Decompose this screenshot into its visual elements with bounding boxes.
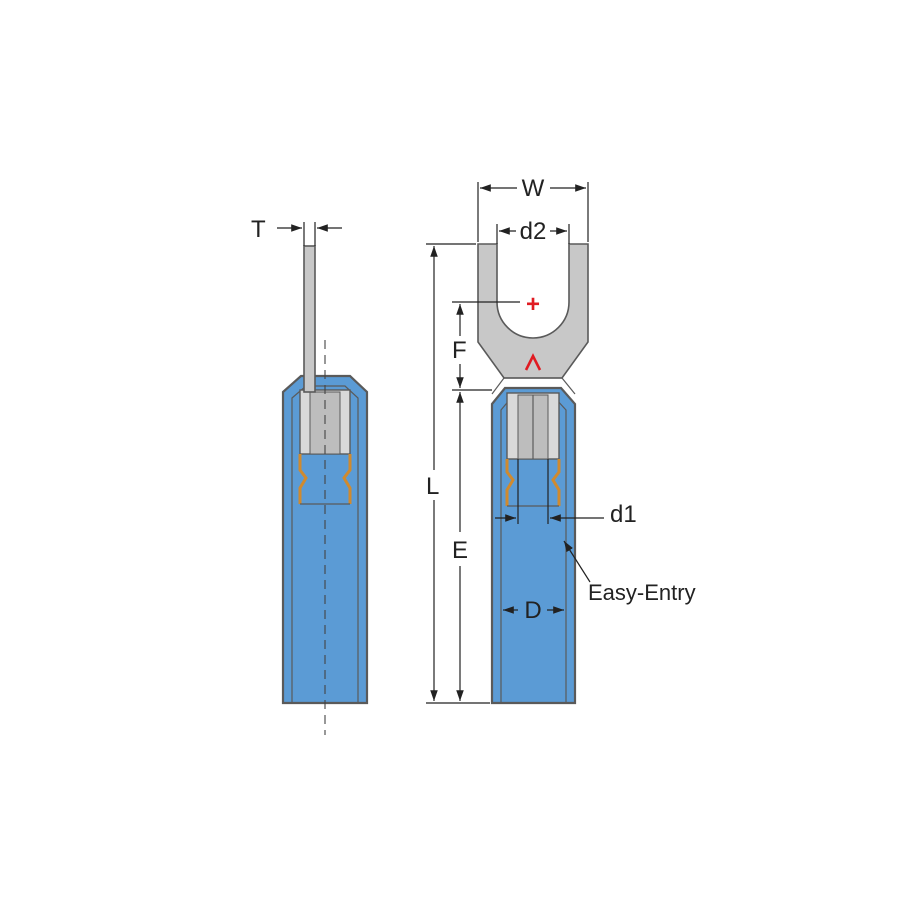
label-W: W [522,175,545,202]
label-T: T [251,216,266,243]
caret-mark-icon [524,353,542,371]
dimension-F: F [452,301,520,391]
callout-easy-entry: Easy-Entry [563,540,696,605]
label-d1: d1 [610,501,637,528]
label-d2: d2 [520,218,547,245]
dimension-T: T [251,216,342,246]
side-tongue [303,245,316,393]
label-D: D [524,597,541,624]
front-spade-fork [477,243,589,379]
dimension-L: L [426,243,490,704]
dimension-E: E [452,392,468,701]
dimension-d1: d1 [495,459,637,528]
side-view: T [251,216,369,735]
label-L: L [426,473,439,500]
dimension-d2: d2 [496,218,570,245]
label-easy-entry: Easy-Entry [588,580,696,605]
dimension-W: W [477,175,589,242]
front-view: + W d2 L [426,175,696,705]
dimension-D: D [502,597,564,624]
side-copper-crimp [298,454,352,504]
label-F: F [452,337,467,364]
front-insulation [490,386,577,705]
stud-center-plus: + [526,291,540,318]
front-copper-crimp [505,459,561,506]
label-E: E [452,537,468,564]
